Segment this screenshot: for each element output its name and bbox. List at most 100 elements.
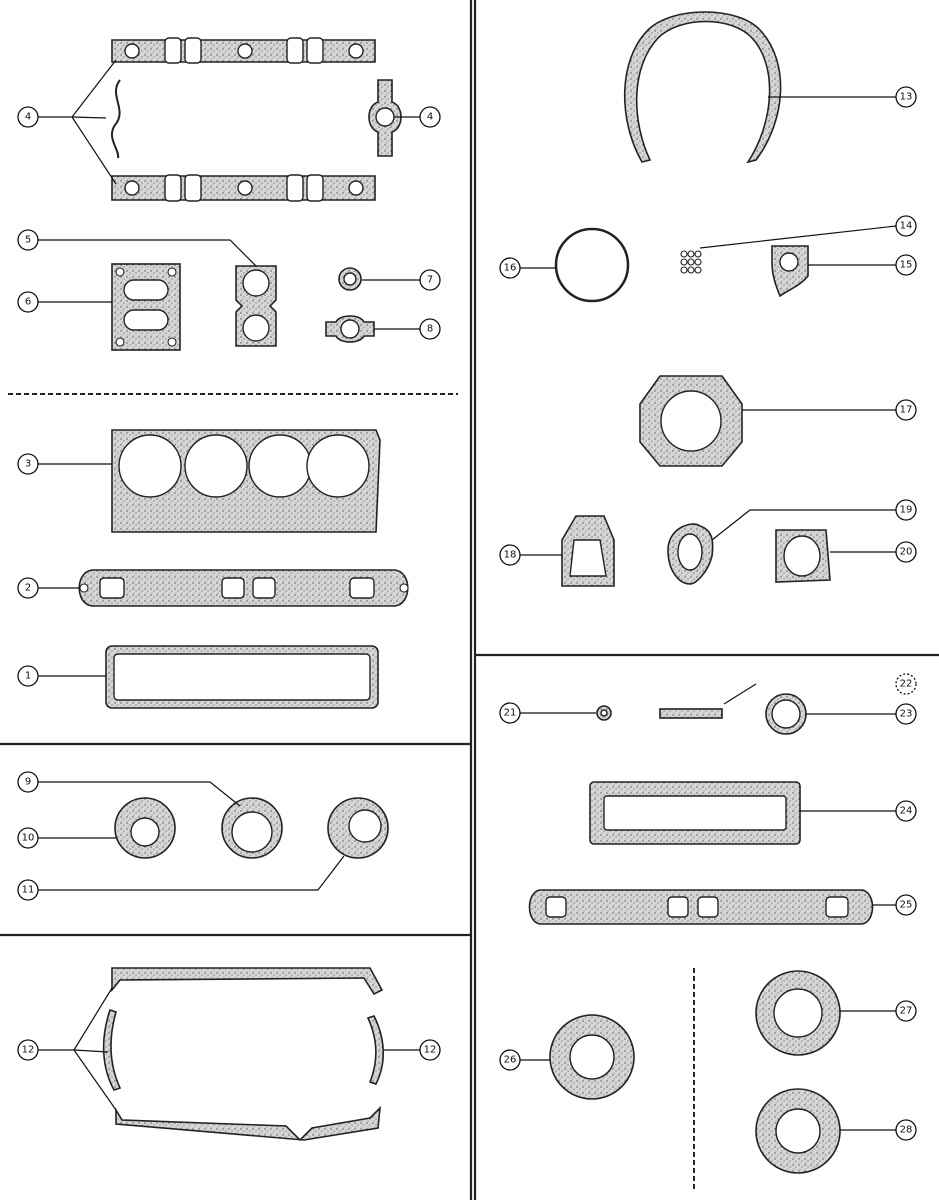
callout-label: 4 xyxy=(25,112,31,123)
bolt-hole xyxy=(115,267,125,277)
port-hole xyxy=(124,43,140,59)
port-hole xyxy=(164,37,182,64)
bolt-hole xyxy=(115,337,125,347)
callout-label: 14 xyxy=(900,221,913,232)
callout-label: 22 xyxy=(900,679,913,690)
callout-18: 18 xyxy=(499,544,521,566)
callout-4-right: 4 xyxy=(419,106,441,128)
intake-end-seal-left xyxy=(110,79,121,159)
part-21-seal xyxy=(596,705,612,721)
callout-3: 3 xyxy=(17,453,39,475)
part-1-valvecover-gasket xyxy=(105,645,379,709)
exhaust-port xyxy=(221,577,245,599)
small-seal xyxy=(680,250,688,258)
port-hole xyxy=(286,37,304,64)
callout-7: 7 xyxy=(419,269,441,291)
callout-label: 25 xyxy=(900,900,913,911)
gasket-bore xyxy=(242,314,270,342)
gasket-bore xyxy=(569,1034,615,1080)
part-11-gasket xyxy=(327,797,389,859)
exhaust-port xyxy=(825,896,849,918)
part-14-seals xyxy=(680,250,702,274)
part-17-gasket xyxy=(639,375,743,467)
part-2-exhaust-gasket xyxy=(78,569,409,607)
callout-26: 26 xyxy=(499,1049,521,1071)
callout-25: 25 xyxy=(895,894,917,916)
seal-strip xyxy=(659,708,723,719)
callout-label: 6 xyxy=(25,297,31,308)
leader-line xyxy=(73,1049,109,1053)
port-hole xyxy=(348,43,364,59)
seal-bore xyxy=(600,709,608,717)
part-23-ring xyxy=(765,693,807,735)
ring-bore xyxy=(343,272,357,286)
part-8-flange-gasket xyxy=(325,315,375,343)
callout-label: 18 xyxy=(504,550,517,561)
exhaust-port xyxy=(252,577,276,599)
callout-19: 19 xyxy=(895,499,917,521)
port-hole xyxy=(237,180,253,196)
part-3-head-gasket xyxy=(111,429,381,533)
carb-bore xyxy=(123,279,169,301)
bolt-hole xyxy=(399,583,409,593)
gasket-bore xyxy=(677,533,703,571)
part-26-gasket xyxy=(549,1014,635,1100)
carb-bore xyxy=(123,309,169,331)
callout-label: 5 xyxy=(25,235,31,246)
leader-line xyxy=(73,1049,117,1111)
oilpan-end-seal-right xyxy=(366,1015,385,1085)
callout-label: 8 xyxy=(427,324,433,335)
callout-10: 10 xyxy=(17,827,39,849)
callout-22: 22 xyxy=(895,673,917,695)
callout-label: 26 xyxy=(504,1055,517,1066)
bolt-hole xyxy=(79,583,89,593)
callout-label: 3 xyxy=(25,459,31,470)
callouts: 4 4 5 6 7 8 3 2 1 9 10 11 12 12 13 14 15… xyxy=(17,86,917,1141)
part-16-oring xyxy=(554,227,630,303)
callout-20: 20 xyxy=(895,541,917,563)
exhaust-port xyxy=(349,577,375,599)
thermostat-hole xyxy=(375,107,395,127)
callout-12-left: 12 xyxy=(17,1039,39,1061)
callout-label: 7 xyxy=(427,275,433,286)
pump-bore xyxy=(231,811,273,853)
pump-bore xyxy=(130,817,160,847)
callout-label: 21 xyxy=(504,708,517,719)
cylinder-bore xyxy=(248,434,312,498)
part-6-carb-gasket xyxy=(111,263,181,351)
part-5-waterpump-gasket xyxy=(235,265,277,347)
exhaust-port xyxy=(545,896,567,918)
oilpan-rail-upper xyxy=(111,967,384,996)
part-4-intake-gaskets xyxy=(110,37,402,202)
valvecover-opening xyxy=(113,653,371,701)
leader-line xyxy=(73,987,113,1051)
callout-label: 19 xyxy=(900,505,913,516)
gasket-opening xyxy=(569,539,607,577)
port-hole xyxy=(348,180,364,196)
part-10-gasket xyxy=(114,797,176,859)
callout-5: 5 xyxy=(17,229,39,251)
port-hole xyxy=(184,37,202,64)
bolt-hole xyxy=(167,337,177,347)
callout-8: 8 xyxy=(419,318,441,340)
gasket-bore xyxy=(242,269,270,297)
part-13-timingcover-gasket xyxy=(623,11,782,164)
part-22-strip xyxy=(659,708,723,719)
callout-16: 16 xyxy=(499,257,521,279)
part-15-gasket xyxy=(771,245,809,298)
callout-label: 10 xyxy=(22,833,35,844)
part-28-gasket xyxy=(755,1088,841,1174)
part-24-gasket xyxy=(589,781,801,845)
callout-label: 15 xyxy=(900,260,913,271)
callout-label: 13 xyxy=(900,92,913,103)
callout-label: 4 xyxy=(427,112,433,123)
callout-label: 9 xyxy=(25,777,31,788)
callout-label: 28 xyxy=(900,1125,913,1136)
small-seal xyxy=(680,266,688,274)
gasket-bore xyxy=(779,252,799,272)
leader-line xyxy=(71,116,117,185)
callout-28: 28 xyxy=(895,1119,917,1141)
callout-1: 1 xyxy=(17,665,39,687)
small-seal xyxy=(687,250,695,258)
